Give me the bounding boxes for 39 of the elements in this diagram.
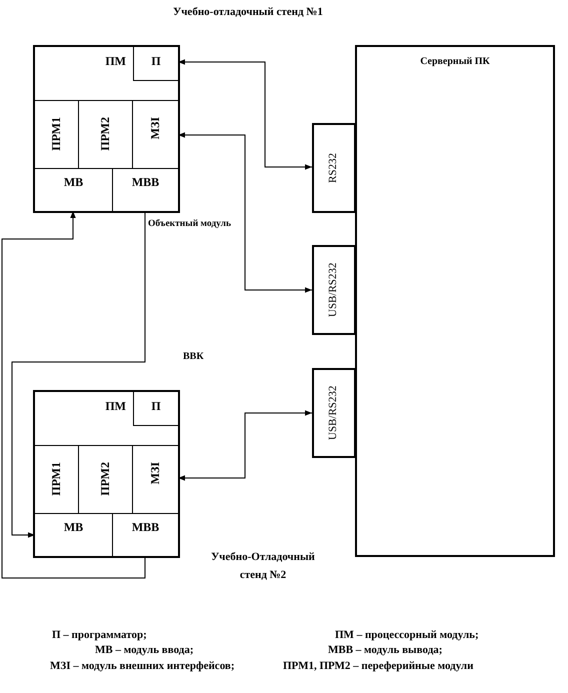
- port-label: RS232: [327, 152, 339, 185]
- module-caption: Объектный модуль: [148, 219, 232, 229]
- module-cell: [35, 47, 178, 101]
- module-label: МЗI: [148, 462, 162, 484]
- module-label: МЗI: [148, 117, 162, 140]
- module-cell: МВ: [35, 514, 113, 556]
- module-cell: МВВ: [113, 514, 178, 556]
- module-label: ПРМ2: [98, 462, 113, 496]
- module-label: ПМ: [105, 54, 126, 69]
- legend-note: П – программатор;: [52, 629, 147, 641]
- port-box: [312, 368, 356, 458]
- port-box: [312, 123, 356, 213]
- port-label: USB/RS232: [327, 384, 339, 442]
- module-label: ПРМ1: [49, 117, 64, 151]
- stand-title: Учебно-отладочный стенд №1: [173, 5, 323, 20]
- block-caption: ВВК: [183, 351, 204, 362]
- module-cell: МВВ: [113, 169, 178, 211]
- stand-title: Учебно-Отладочный стенд №2: [210, 550, 316, 583]
- module-cell: [35, 446, 79, 514]
- legend-note: ПМ – процессорный модуль;: [335, 629, 479, 641]
- connector-arrow: [12, 210, 146, 538]
- module-cell: [79, 446, 133, 514]
- module-label: ПМ: [105, 399, 126, 414]
- module-cell: П: [133, 392, 178, 426]
- module-cell: МВ: [35, 169, 113, 211]
- server-box: Серверный ПК: [355, 45, 555, 557]
- module-cell: П: [133, 47, 178, 81]
- module-label: ПРМ1: [49, 462, 64, 496]
- module-cell: [79, 101, 133, 169]
- legend-note: ПРМ1, ПРМ2 – переферийные модули: [283, 660, 474, 672]
- legend-note: МЗI – модуль внешних интерфейсов;: [50, 660, 235, 672]
- module-label: ПРМ2: [98, 117, 113, 151]
- legend-note: МВ – модуль ввода;: [95, 644, 194, 656]
- module-cell: [35, 101, 79, 169]
- connector-arrow: [2, 210, 146, 578]
- port-box: [312, 245, 356, 335]
- port-label: USB/RS232: [327, 262, 339, 320]
- legend-note: МВВ – модуль вывода;: [328, 644, 442, 656]
- module-cell: [35, 392, 178, 446]
